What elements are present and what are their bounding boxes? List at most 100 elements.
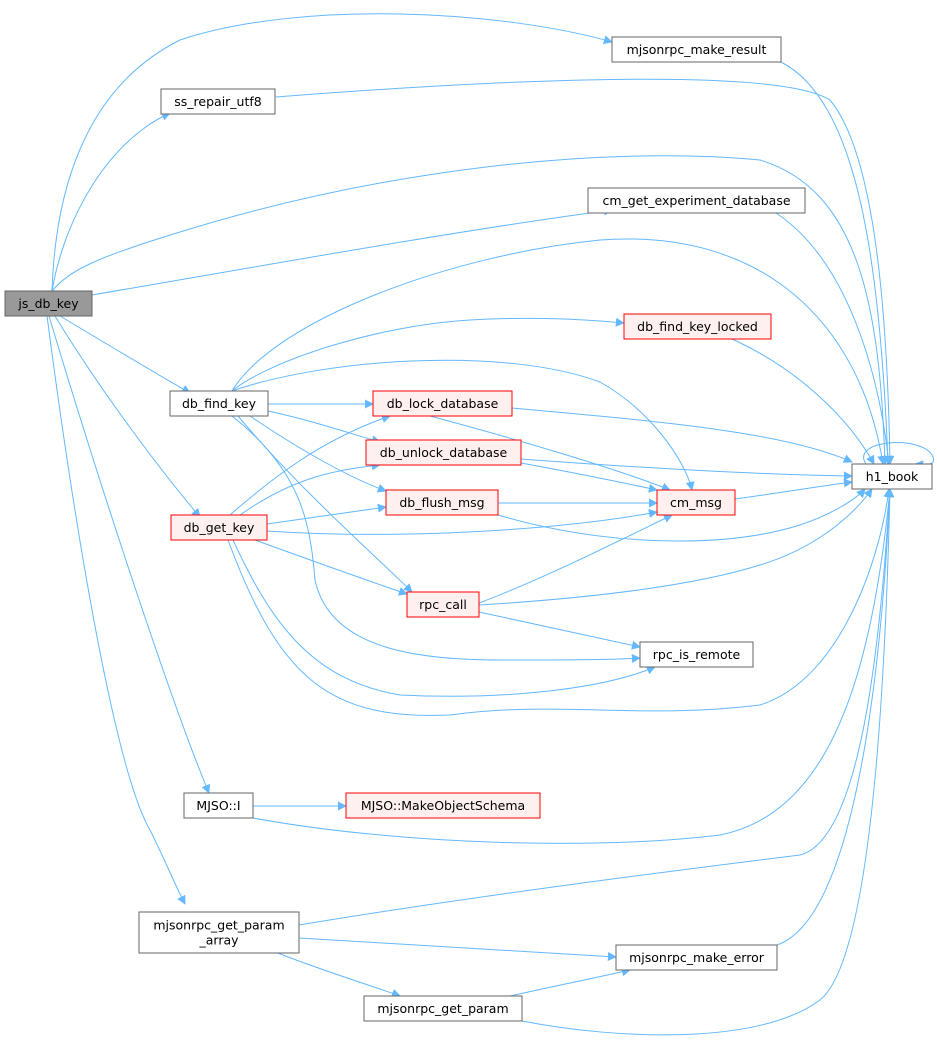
node-box [4, 290, 93, 317]
edge-db_get_key-to-db_unlock_database [239, 461, 381, 516]
edge-path [51, 112, 171, 292]
edge-path [298, 937, 617, 962]
node-label: mjsonrpc_make_error [629, 950, 765, 965]
edge-js_db_key-to-db_find_key [59, 315, 191, 394]
edge-db_unlock_database-to-h1_book [520, 458, 853, 481]
node-mjsonrpc-get-param[interactable]: mjsonrpc_get_param [363, 995, 523, 1022]
edge-path [239, 461, 381, 516]
edge-path [91, 206, 613, 296]
edge-cm_get_experiment_database-to-h1_book [775, 212, 893, 465]
node-label: db_unlock_database [380, 445, 508, 460]
node-ss-repair-utf8[interactable]: ss_repair_utf8 [160, 88, 276, 115]
edge-path [275, 78, 895, 465]
edge-mjsonrpc_get_param-to-mjsonrpc_make_error [509, 967, 631, 997]
node-mjsonrpc-make-error[interactable]: mjsonrpc_make_error [615, 944, 778, 971]
node-mjsonrpc-get-param-array[interactable]: mjsonrpc_get_param_array [138, 911, 300, 954]
node-h1-book[interactable]: h1_book [851, 463, 933, 490]
edge-path [59, 315, 191, 394]
edge-path [731, 338, 875, 465]
node-db-get-key[interactable]: db_get_key [170, 514, 268, 541]
node-label: cm_get_experiment_database [602, 193, 790, 208]
edge-path [267, 410, 381, 445]
edge-path [497, 488, 866, 542]
node-db-find-key[interactable]: db_find_key [169, 390, 269, 417]
edge-h1_book-to-h1_book [863, 442, 935, 470]
edge-path [229, 414, 391, 516]
node-cm-msg[interactable]: cm_msg [656, 489, 736, 516]
nodes: js_db_key mjsonrpc_make_result ss_repair_u… [4, 36, 933, 1022]
edge-path [54, 315, 201, 518]
node-label: db_find_key [182, 396, 257, 411]
edge-db_flush_msg-to-h1_book [497, 488, 866, 542]
edge-mjsonrpc_make_error-to-h1_book [776, 488, 895, 946]
node-box [611, 36, 782, 63]
edge-db_find_key-to-h1_book [231, 238, 887, 465]
edge-path [521, 488, 895, 1036]
edge-js_db_key-to-MJSO_I [48, 315, 211, 794]
edge-db_unlock_database-to-cm_msg [520, 462, 658, 493]
edge-path [254, 539, 408, 596]
edge-db_get_key-to-db_flush_msg [266, 503, 387, 525]
edge-db_get_key-to-db_lock_database [229, 414, 391, 516]
node-label: db_get_key [184, 520, 255, 535]
node-box [160, 88, 276, 115]
edge-path [509, 967, 631, 997]
edge-db_get_key-to-rpc_is_remote [232, 539, 656, 697]
edge-path [48, 315, 211, 794]
node-db-flush-msg[interactable]: db_flush_msg [385, 489, 499, 516]
node-db-unlock-database[interactable]: db_unlock_database [365, 439, 522, 466]
node-js-db-key[interactable]: js_db_key [4, 290, 93, 317]
node-label: _array [198, 933, 239, 948]
edge-db_find_key-to-rpc_is_remote [231, 415, 641, 664]
node-db-lock-database[interactable]: db_lock_database [372, 390, 513, 417]
node-box [406, 591, 480, 618]
node-label: cm_msg [670, 495, 722, 510]
edge-rpc_call-to-h1_book [478, 488, 873, 606]
edge-path [51, 155, 890, 465]
node-db-find-key-locked[interactable]: db_find_key_locked [623, 313, 772, 340]
node-box [169, 390, 269, 417]
edge-path [252, 488, 894, 844]
node-label: rpc_call [419, 597, 467, 612]
node-mjso-i[interactable]: MJSO::I [183, 792, 254, 819]
node-box [656, 489, 736, 516]
edge-db_find_key-to-cm_msg [231, 359, 695, 491]
edge-path [478, 488, 873, 606]
node-box [372, 390, 513, 417]
edge-path [478, 514, 673, 604]
edge-path [266, 509, 658, 535]
node-box [385, 489, 499, 516]
node-cm-get-experiment-database[interactable]: cm_get_experiment_database [587, 187, 806, 214]
edge-path [277, 952, 401, 998]
node-rpc-call[interactable]: rpc_call [406, 591, 480, 618]
edge-path [249, 415, 387, 493]
node-label: h1_book [866, 469, 919, 484]
node-label: mjsonrpc_get_param [153, 918, 284, 933]
node-label: mjsonrpc_get_param [377, 1001, 508, 1016]
node-box [138, 911, 300, 954]
edge-db_get_key-to-rpc_call [254, 539, 408, 596]
edge-mjsonrpc_get_param_array-to-mjsonrpc_get_param [277, 952, 401, 998]
node-label: mjsonrpc_make_result [627, 42, 767, 57]
edge-cm_msg-to-h1_book [734, 478, 853, 500]
node-label: js_db_key [17, 296, 79, 311]
edge-db_lock_database-to-h1_book [511, 407, 853, 463]
edge-path [232, 539, 656, 697]
node-label: MJSO::I [196, 798, 240, 813]
edge-path [51, 13, 613, 292]
node-rpc-is-remote[interactable]: rpc_is_remote [639, 641, 754, 668]
edge-db_find_key-to-db_find_key_locked [231, 317, 625, 392]
edge-path [734, 478, 853, 500]
node-box [363, 995, 523, 1022]
node-mjsonrpc-make-result[interactable]: mjsonrpc_make_result [611, 36, 782, 63]
edge-db_find_key-to-db_flush_msg [249, 415, 387, 493]
edge-path [776, 488, 895, 946]
edge-rpc_call-to-cm_msg [478, 514, 673, 604]
edge-path [520, 458, 853, 481]
node-mjso-makeobjectschema[interactable]: MJSO::MakeObjectSchema [345, 792, 541, 819]
edge-mjsonrpc_make_result-to-h1_book [780, 61, 893, 465]
edge-path [46, 315, 186, 905]
edge-path [511, 407, 853, 463]
edge-db_get_key-to-h1_book [227, 488, 893, 716]
